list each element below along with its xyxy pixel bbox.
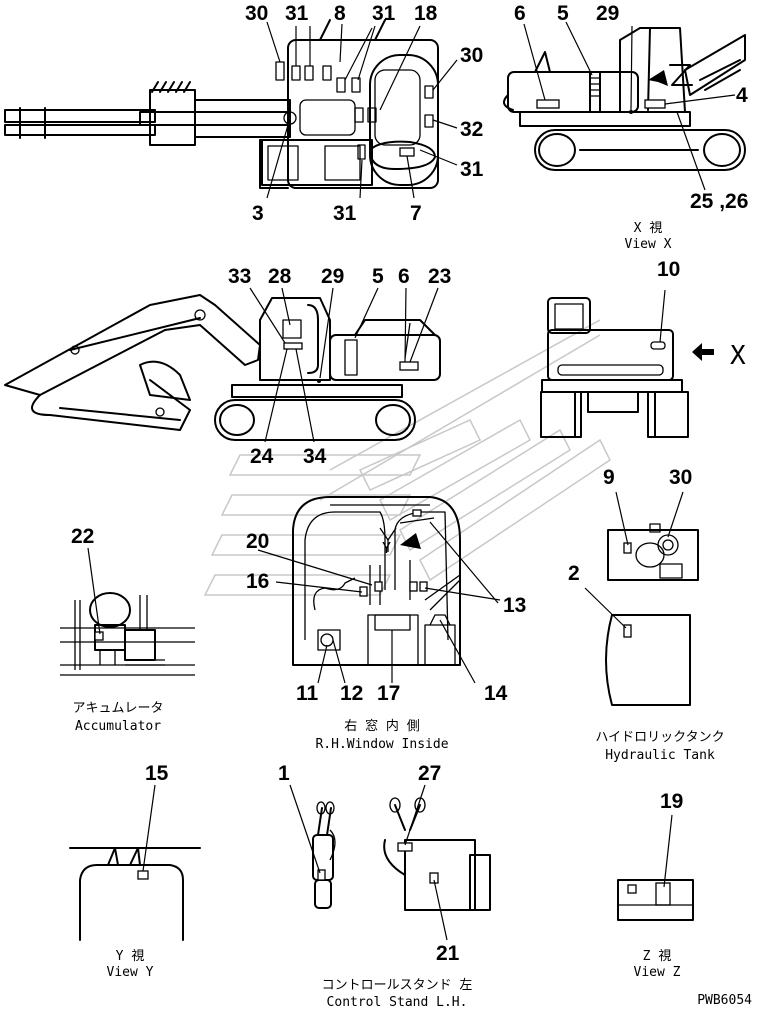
- caption-view-x-en: View X: [625, 237, 672, 252]
- callout-2: 2: [568, 562, 580, 585]
- callout-33: 33: [228, 265, 251, 288]
- caption-window-en: R.H.Window Inside: [315, 737, 448, 752]
- callout-28: 28: [268, 265, 292, 288]
- caption-view-x-jp: X 視: [634, 221, 663, 236]
- top-view-leaders: [266, 21, 458, 199]
- callout-20: 20: [246, 530, 269, 553]
- callout-30-right: 30: [460, 44, 483, 67]
- callout-29-viewx: 29: [596, 2, 619, 25]
- front-view-excavator: [540, 289, 714, 438]
- control-stand-detail: [289, 784, 491, 941]
- callout-31-bottom: 31: [333, 202, 357, 225]
- callout-1: 1: [278, 762, 290, 785]
- hydraulic-tank-detail: [584, 491, 699, 706]
- callout-4: 4: [736, 84, 748, 107]
- callout-5-side: 5: [372, 265, 384, 288]
- callout-17: 17: [377, 682, 400, 705]
- callout-30-top: 30: [245, 2, 268, 25]
- accumulator-detail: [60, 547, 195, 676]
- callout-22: 22: [71, 525, 94, 548]
- callout-27: 27: [418, 762, 441, 785]
- callout-34: 34: [303, 445, 327, 468]
- callout-18: 18: [414, 2, 438, 25]
- view-x-leaders: [523, 21, 736, 191]
- callout-32: 32: [460, 118, 483, 141]
- view-x-excavator: [503, 27, 746, 171]
- caption-tank-en: Hydraulic Tank: [605, 748, 715, 763]
- caption-view-y-jp: Y 視: [116, 949, 145, 964]
- callout-13: 13: [503, 594, 526, 617]
- watermark-logo: [203, 319, 611, 596]
- view-y-detail: [69, 784, 201, 941]
- callout-9: 9: [603, 466, 615, 489]
- callout-6-side: 6: [398, 265, 410, 288]
- caption-view-y-en: View Y: [107, 965, 154, 980]
- callout-24: 24: [250, 445, 274, 468]
- side-view-leaders: [249, 287, 439, 443]
- captions: X 視 View X アキュムレータ Accumulator 右 窓 内 側 R…: [72, 221, 752, 1010]
- callout-31-top-b: 31: [372, 2, 396, 25]
- callout-11: 11: [296, 682, 319, 705]
- drawing-number: PWB6054: [697, 993, 752, 1008]
- caption-tank-jp: ハイドロリックタンク: [595, 730, 724, 745]
- callout-7: 7: [410, 202, 422, 225]
- callout-10: 10: [657, 258, 680, 281]
- caption-stand-jp: コントロールスタンド 左: [322, 978, 473, 993]
- callout-30-tank: 30: [669, 466, 692, 489]
- callout-31-top-a: 31: [285, 2, 309, 25]
- callout-15: 15: [145, 762, 169, 785]
- rh-window-inside: [292, 496, 461, 666]
- caption-window-jp: 右 窓 内 側: [344, 718, 419, 734]
- callout-19: 19: [660, 790, 683, 813]
- callout-16: 16: [246, 570, 269, 593]
- callout-numbers: 30 31 8 31 18 30 32 31 3 31 7 6 5 29 4 2…: [71, 2, 748, 965]
- callout-8: 8: [334, 2, 346, 25]
- callout-23: 23: [428, 265, 451, 288]
- caption-accumulator-en: Accumulator: [75, 719, 161, 734]
- window-leaders: [257, 517, 501, 684]
- view-z-arrow-letter: Z: [676, 83, 677, 85]
- view-y-arrow-letter: Y: [382, 539, 391, 557]
- view-x-arrow-letter: X: [730, 341, 746, 371]
- callout-31-right: 31: [460, 158, 484, 181]
- callout-3: 3: [252, 202, 264, 225]
- callout-14: 14: [484, 682, 508, 705]
- caption-view-z-jp: Z 視: [643, 949, 672, 964]
- callout-29-side: 29: [321, 265, 344, 288]
- callout-6-viewx: 6: [514, 2, 526, 25]
- callout-25-26: 25 ,26: [690, 190, 748, 213]
- caption-accumulator-jp: アキュムレータ: [72, 701, 163, 716]
- callout-5-viewx: 5: [557, 2, 569, 25]
- callout-12: 12: [340, 682, 363, 705]
- view-z-detail: [617, 814, 694, 921]
- caption-stand-en: Control Stand L.H.: [327, 995, 468, 1010]
- caption-view-z-en: View Z: [634, 965, 681, 980]
- top-view-excavator: [4, 19, 439, 189]
- callout-21: 21: [436, 942, 460, 965]
- side-view-excavator: [4, 294, 441, 441]
